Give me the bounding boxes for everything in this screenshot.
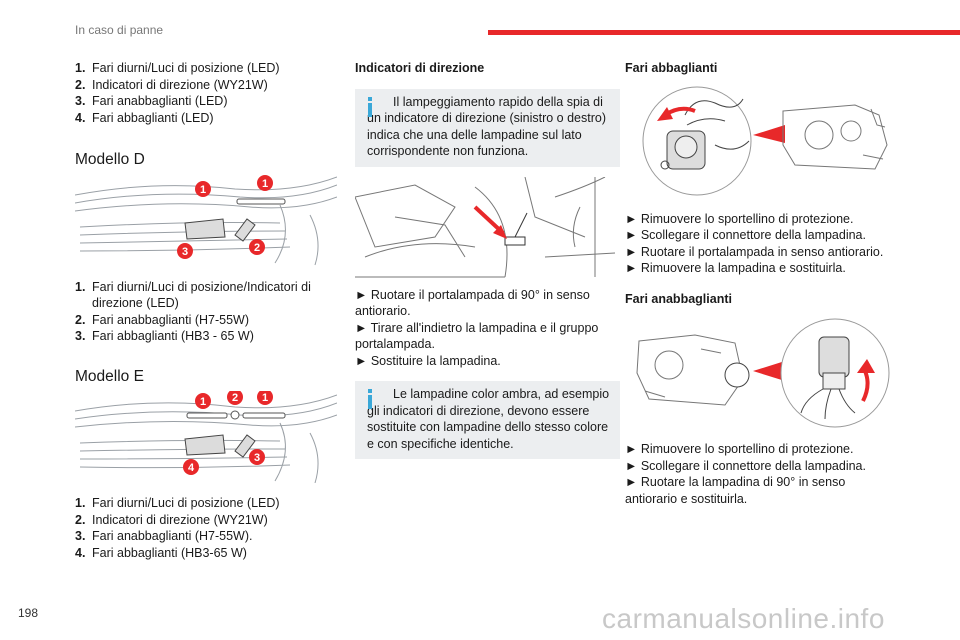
model-e-list: 1.Fari diurni/Luci di posizione (LED) 2.…: [75, 495, 340, 561]
list-item: 4.Fari abbaglianti (HB3-65 W): [75, 545, 247, 560]
note-2-text: Le lampadine color ambra, ad esempio gli…: [367, 387, 610, 451]
info-note-2: Le lampadine color ambra, ad esempio gli…: [355, 381, 620, 459]
model-d-list: 1.Fari diurni/Luci di posizione/Indicato…: [75, 279, 340, 345]
list-item: 3.Fari anabbaglianti (LED): [75, 94, 228, 108]
info-note-1: Il lampeggiamento rapido della spia di u…: [355, 88, 620, 167]
list-item: 1.Fari diurni/Luci di posizione (LED): [75, 496, 280, 510]
column-1: 1.Fari diurni/Luci di posizione (LED) 2.…: [75, 60, 340, 561]
list-item: 1.Fari diurni/Luci di posizione/Indicato…: [75, 279, 311, 311]
list-item: 2.Indicatori di direzione (WY21W): [75, 77, 268, 92]
list-item: 2.Fari anabbaglianti (H7-55W): [75, 312, 250, 327]
step-item: ► Sostituire la lampadina.: [355, 353, 501, 368]
column-3: Fari abbaglianti ► Rimuovere lo sportell…: [625, 60, 895, 507]
svg-text:4: 4: [188, 462, 195, 474]
model-e-markers: 1 2 1 3 4: [183, 391, 273, 475]
model-d-markers: 1 1 2 3: [177, 174, 273, 259]
page-number: 198: [18, 606, 39, 620]
high-beam-heading: Fari abbaglianti: [625, 61, 718, 75]
svg-text:2: 2: [254, 242, 260, 254]
low-beam-illustration: [636, 318, 890, 428]
step-item: ► Ruotare il portalampada in senso antio…: [625, 244, 884, 259]
step-item: ► Tirare all'indietro la lampadina e il …: [355, 320, 599, 352]
turn-signal-heading: Indicatori di direzione: [355, 61, 485, 75]
low-beam-steps: ► Rimuovere lo sportellino di protezione…: [625, 441, 895, 507]
high-beam-illustration: [642, 86, 888, 195]
column-2: Indicatori di direzione Il lampeggiament…: [355, 60, 620, 459]
step-item: ► Rimuovere lo sportellino di protezione…: [625, 442, 854, 456]
svg-text:2: 2: [232, 392, 238, 404]
model-e-heading: Modello E: [75, 367, 144, 385]
list-item: 3.Fari abbaglianti (HB3 - 65 W): [75, 329, 254, 343]
model-d-heading: Modello D: [75, 151, 145, 168]
high-beam-steps: ► Rimuovere lo sportellino di protezione…: [625, 211, 895, 277]
step-item: ► Scollegare il connettore della lampadi…: [625, 228, 866, 242]
step-item: ► Rimuovere lo sportellino di protezione…: [625, 211, 854, 226]
info-icon: [368, 389, 372, 409]
svg-text:1: 1: [262, 178, 268, 190]
header-accent-bar: [488, 30, 960, 35]
step-item: ► Scollegare il connettore della lampadi…: [625, 458, 866, 473]
low-beam-heading: Fari anabbaglianti: [625, 291, 732, 306]
list-item: 4.Fari abbaglianti (LED): [75, 110, 214, 125]
step-item: ► Rimuovere la lampadina e sostituirla.: [625, 261, 846, 275]
note-1-text: Il lampeggiamento rapido della spia di u…: [367, 94, 607, 159]
step-item: ► Ruotare la lampadina di 90° in senso a…: [625, 475, 846, 506]
svg-text:1: 1: [200, 184, 206, 196]
list-item: 1.Fari diurni/Luci di posizione (LED): [75, 61, 280, 75]
list-item: 3.Fari anabbaglianti (H7-55W).: [75, 529, 253, 543]
bulb-list-a: 1.Fari diurni/Luci di posizione (LED) 2.…: [75, 60, 340, 126]
svg-text:3: 3: [182, 246, 188, 258]
turn-signal-steps: ► Ruotare il portalampada di 90° in sens…: [355, 287, 620, 370]
svg-text:1: 1: [200, 396, 206, 408]
turn-signal-illustration: [355, 176, 616, 277]
model-e-headlight-illustration: 1 2 1 3 4: [75, 391, 337, 483]
step-item: ► Ruotare il portalampada di 90° in sens…: [355, 287, 590, 319]
list-item: 2.Indicatori di direzione (WY21W): [75, 512, 268, 527]
svg-text:1: 1: [262, 392, 268, 404]
model-d-headlight-illustration: 1 1 2 3: [75, 174, 337, 265]
info-icon: [368, 96, 372, 117]
page-header-title: In caso di panne: [75, 23, 164, 37]
watermark: carmanualsonline.info: [602, 603, 885, 634]
svg-text:3: 3: [254, 452, 260, 464]
